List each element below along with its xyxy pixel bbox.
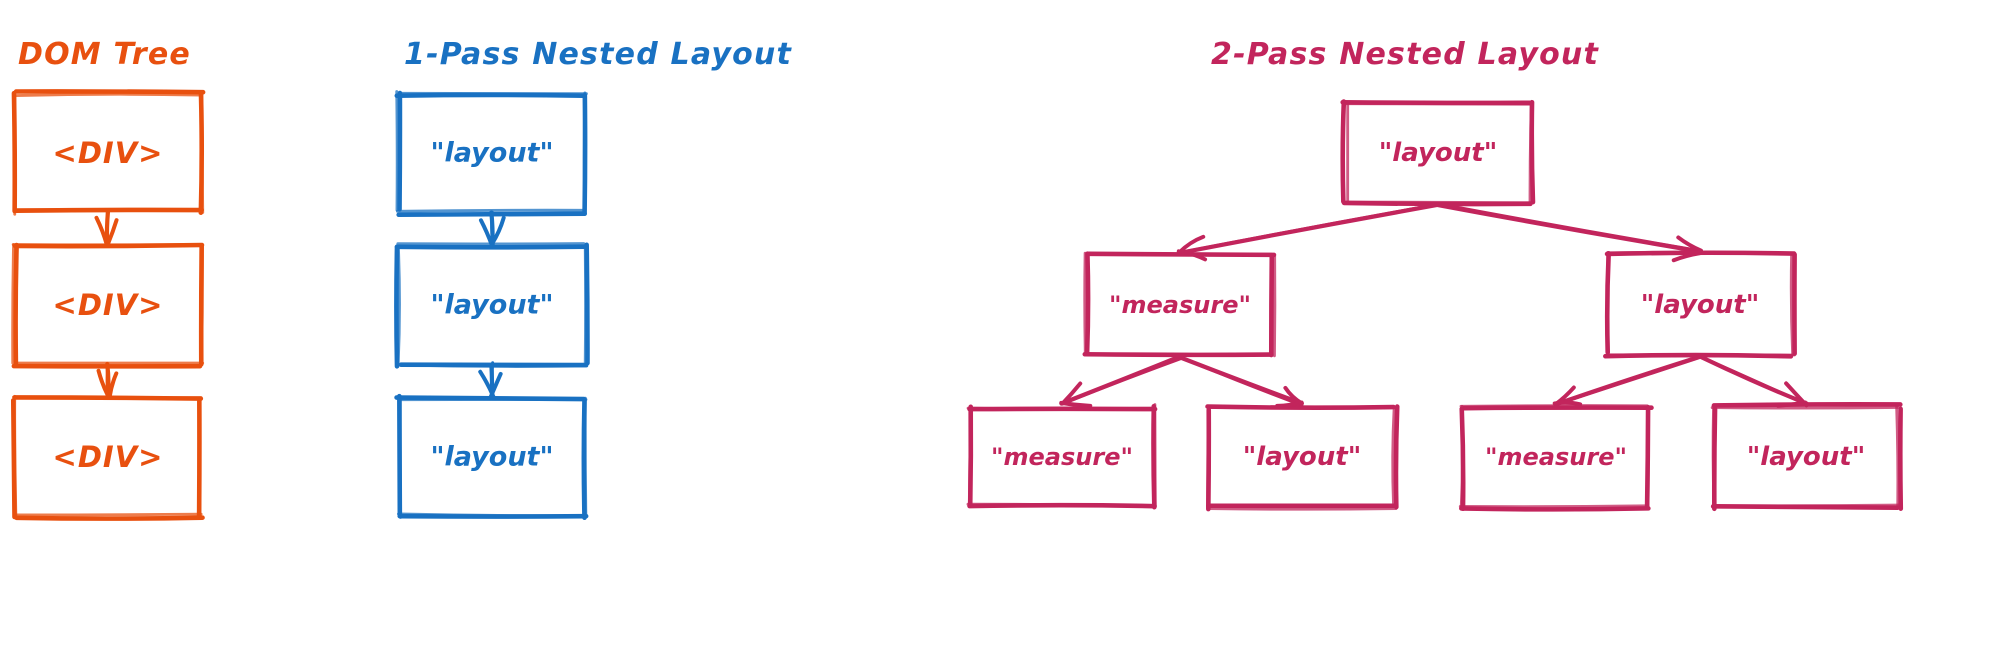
- node-two-b-2: [1205, 404, 1400, 512]
- node-two-b-3: [1458, 404, 1654, 512]
- node-two-m-r: [1603, 250, 1797, 359]
- node-two-b-1: [966, 403, 1158, 510]
- node-one-2: [394, 242, 590, 369]
- section-one-pass-nested-layout: [394, 90, 590, 521]
- node-two-root: [1340, 99, 1536, 207]
- section-two-pass-nested-layout: [966, 99, 1904, 512]
- node-dom-1: [11, 89, 206, 216]
- section-title-dom-tree: DOM Tree: [18, 37, 191, 73]
- section-title-two-pass: 2-Pass Nested Layout: [1211, 37, 1600, 73]
- section-title-one-pass: 1-Pass Nested Layout: [404, 37, 793, 73]
- node-dom-3: [10, 394, 205, 521]
- node-two-m-l: [1082, 251, 1277, 358]
- node-dom-2: [11, 242, 205, 369]
- node-two-b-4: [1710, 402, 1904, 512]
- section-dom-tree: [10, 89, 206, 521]
- node-one-3: [394, 393, 589, 521]
- node-one-1: [394, 90, 588, 218]
